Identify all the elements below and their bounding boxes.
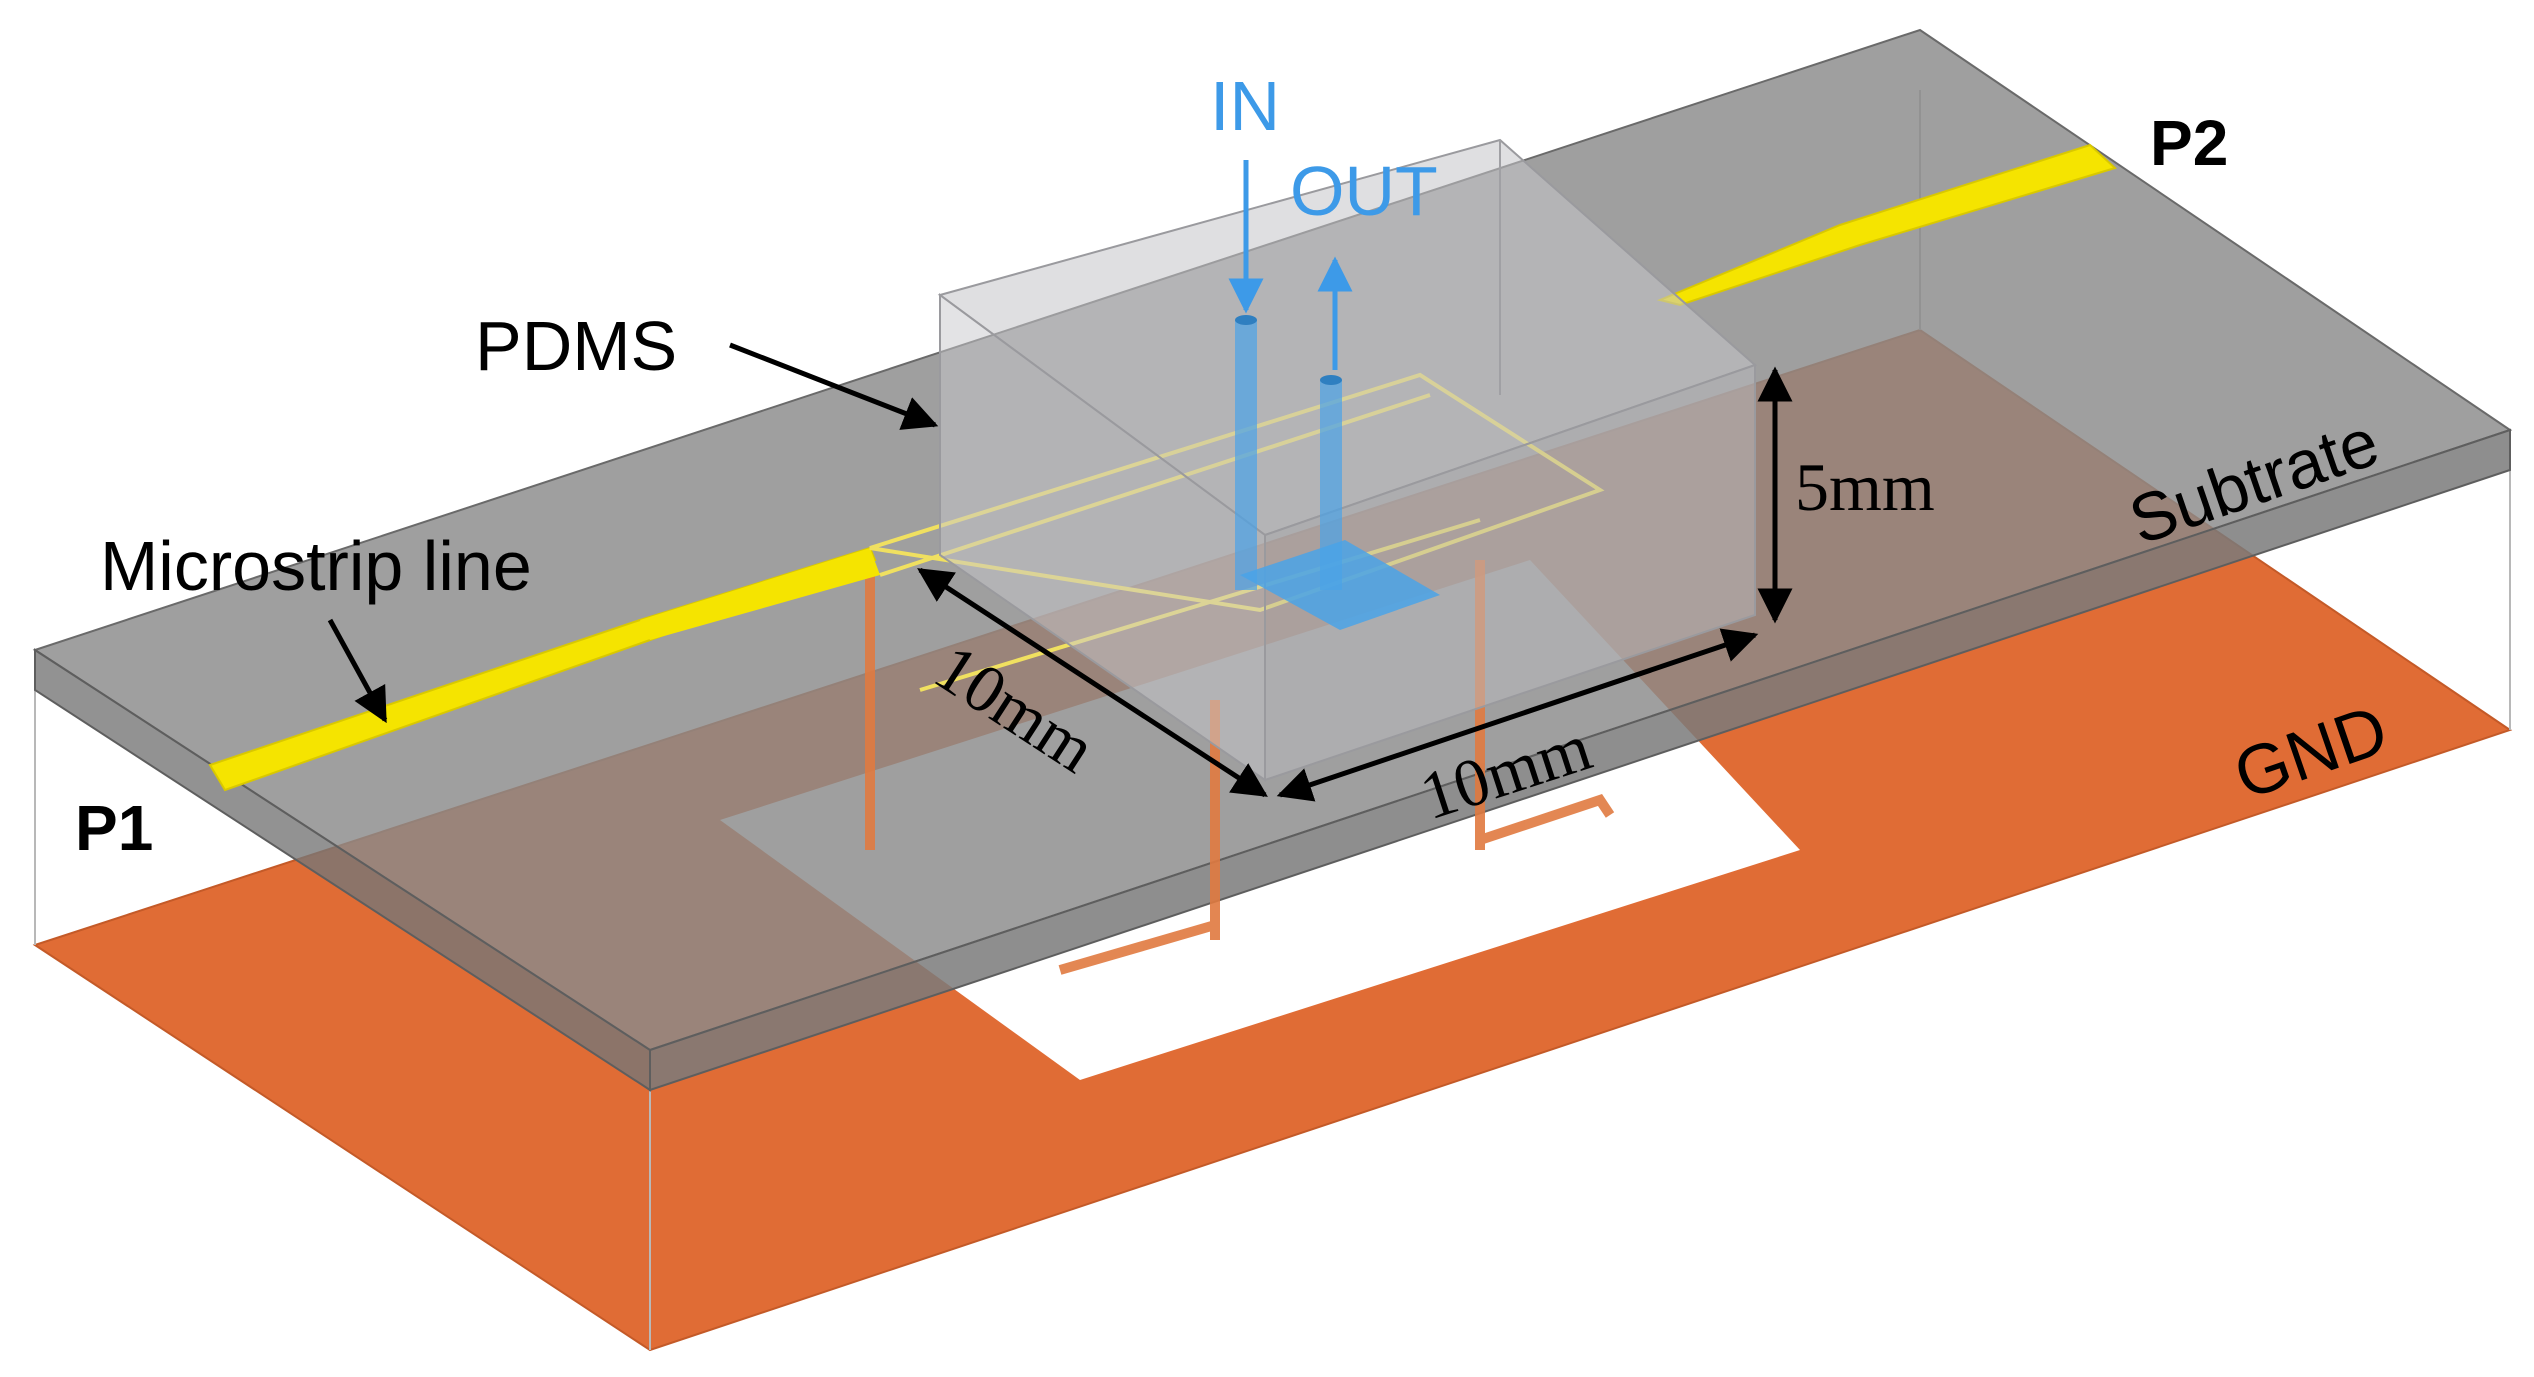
pdms-pointer-arrow [729, 342, 939, 430]
p1-label: P1 [75, 792, 153, 864]
inlet-tube [1235, 320, 1257, 590]
in-label: IN [1210, 67, 1280, 145]
p2-label: P2 [2150, 107, 2228, 179]
width-dimension-arrow [1276, 628, 1759, 802]
pdms-label: PDMS [475, 307, 677, 385]
microstrip-label: Microstrip line [100, 527, 532, 605]
fluid-channel [1235, 315, 1440, 630]
microstrip-taper-left [640, 548, 880, 640]
microstrip-pointer-arrow [327, 618, 388, 724]
height-label: 5mm [1795, 449, 1935, 525]
depth-dimension-arrow [917, 567, 1268, 798]
out-label: OUT [1290, 152, 1438, 230]
fluid-chamber [1240, 540, 1440, 630]
outlet-tube [1320, 380, 1342, 590]
